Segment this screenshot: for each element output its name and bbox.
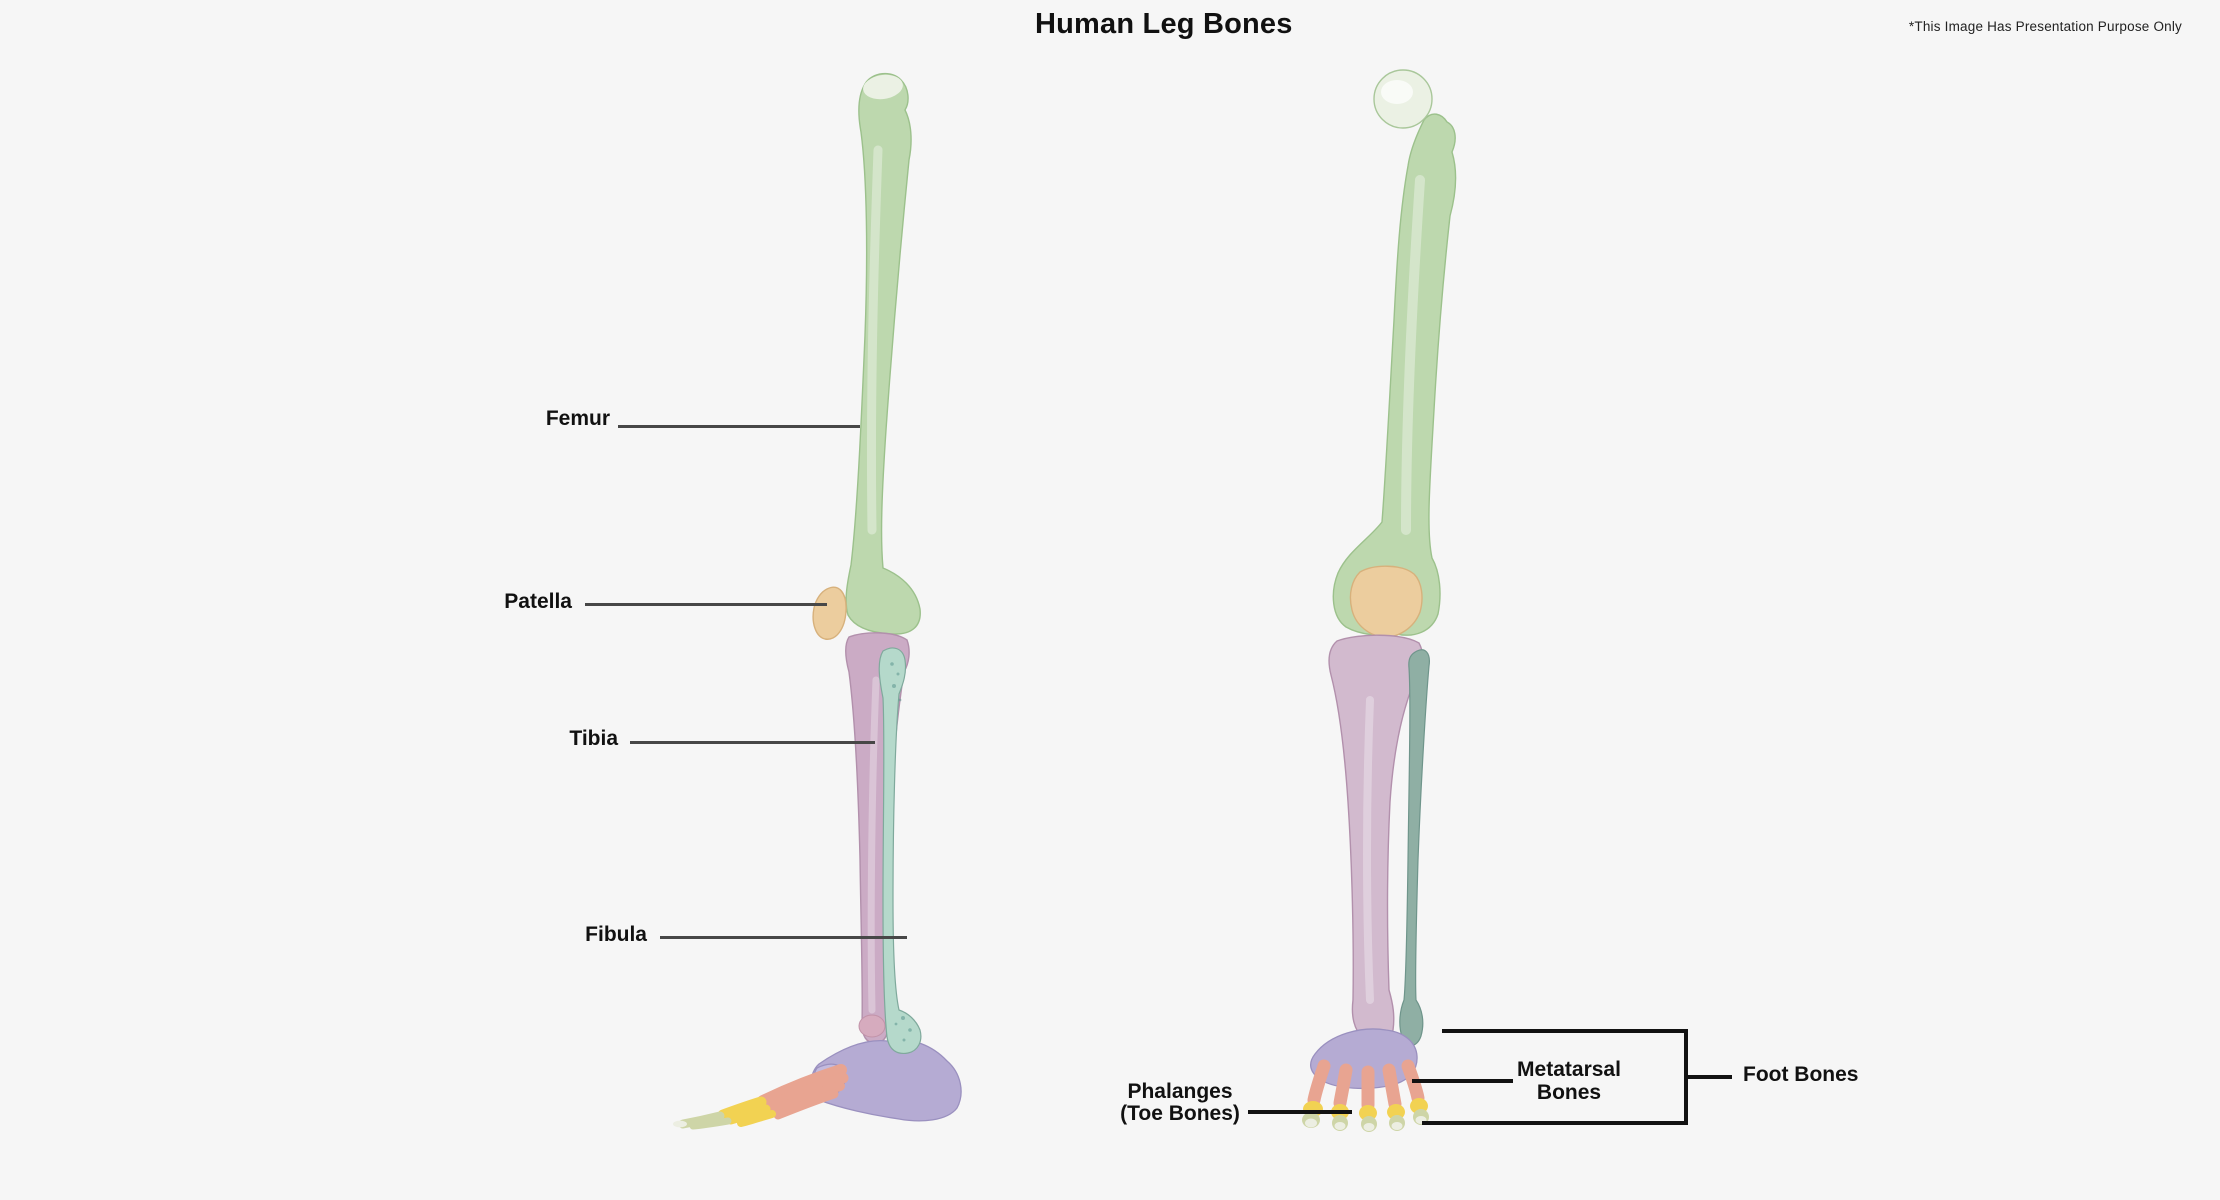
left-leg-figure [673, 73, 962, 1130]
fibula-label: Fibula [585, 923, 647, 946]
femur-bone-right [1332, 113, 1457, 636]
toe-tips-left [678, 1111, 732, 1130]
metatarsal-bones-left [757, 1064, 849, 1120]
metatarsal-label: Metatarsal Bones [1494, 1058, 1644, 1104]
patella-label: Patella [504, 590, 572, 613]
phalanges-label-line2: (Toe Bones) [1120, 1102, 1240, 1125]
phalanges-leader-line [1248, 1110, 1352, 1114]
femur-label: Femur [545, 407, 610, 430]
foot-bones-bracket-vertical [1684, 1029, 1688, 1125]
phalanges-label-line1: Phalanges [1127, 1080, 1233, 1103]
metatarsal-label-line2: Bones [1536, 1081, 1602, 1104]
femur-leader-line [618, 425, 860, 428]
tibia-leader-line [630, 741, 875, 744]
patella-bone-left [812, 586, 847, 640]
page-title: Human Leg Bones [1035, 8, 1293, 40]
tibia-shaft-highlight-right [1363, 696, 1374, 1004]
femur-head-highlight-left [863, 74, 903, 100]
foot-bones-bracket-top [1442, 1029, 1688, 1033]
metatarsal-label-line1: Metatarsal [1517, 1058, 1621, 1081]
phalanges-label: Phalanges (Toe Bones) [1105, 1081, 1255, 1125]
talus-bone-left [858, 1014, 886, 1038]
phalanges-bones-left [717, 1096, 776, 1127]
tibia-label: Tibia [569, 727, 618, 750]
femur-bone-left [845, 73, 921, 635]
right-leg-figure [1302, 69, 1457, 1132]
femur-shaft-highlight-left [866, 145, 883, 535]
toe-tip-whites-right [1305, 1116, 1427, 1131]
patella-leader-line [585, 603, 827, 606]
foot-bones-connector-line [1688, 1075, 1732, 1079]
disclaimer-note: *This Image Has Presentation Purpose Onl… [1908, 19, 2182, 34]
tibia-shaft-highlight-left [867, 676, 880, 1014]
metatarsal-leader-line [1412, 1079, 1513, 1083]
femur-shaft-highlight-right [1401, 175, 1425, 535]
fibula-leader-line [660, 936, 907, 939]
fibula-speckles-left [890, 662, 912, 1042]
metatarsal-bones-right [1307, 1059, 1425, 1112]
femur-head-shine-right [1381, 80, 1413, 104]
foot-bones-label: Foot Bones [1743, 1063, 1859, 1086]
foot-bones-bracket-bottom [1422, 1121, 1688, 1125]
toe-tip-white-left [673, 1120, 687, 1128]
fibula-bone-left [878, 647, 922, 1055]
patella-bone-right [1349, 565, 1423, 638]
